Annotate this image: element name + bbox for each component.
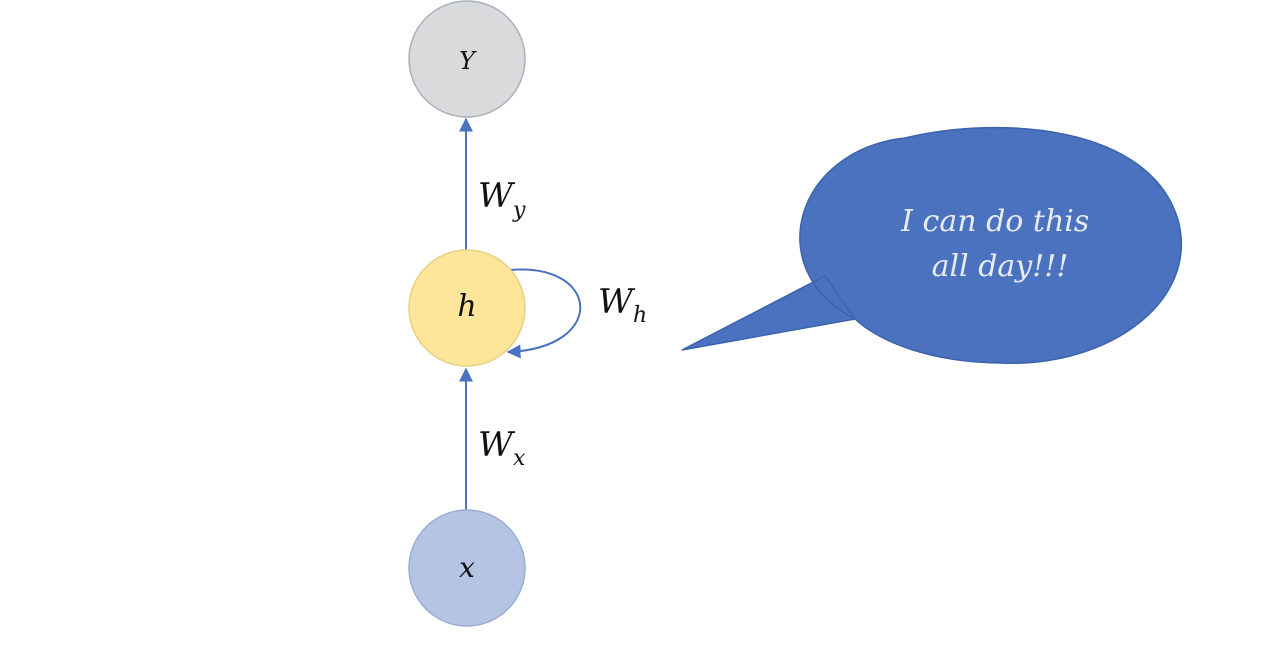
output-node <box>408 0 526 118</box>
hidden-node <box>408 249 526 367</box>
weight-label-wy-sub: y <box>512 198 526 223</box>
weight-label-wx-sub: x <box>513 446 526 471</box>
weight-label-wx: Wx <box>478 425 526 471</box>
hidden-node-label: h <box>457 289 476 324</box>
speech-bubble <box>681 126 1183 364</box>
edge-hidden-self-loop <box>506 268 582 359</box>
weight-label-wy-main: W <box>478 176 516 216</box>
input-node <box>408 509 526 627</box>
output-node-label: Y <box>459 47 477 75</box>
weight-label-wh-sub: h <box>633 303 647 328</box>
weight-label-wy: Wy <box>478 176 526 223</box>
speech-bubble-line-2: all day!!! <box>932 249 1069 284</box>
weight-label-wh: Wh <box>598 282 647 328</box>
input-node-label: x <box>459 551 475 584</box>
speech-bubble-line-1: I can do this <box>900 204 1089 239</box>
weight-label-wx-main: W <box>478 425 516 465</box>
speech-bubble-text: I can do this all day!!! <box>900 204 1099 284</box>
weight-label-wh-main: W <box>598 282 636 322</box>
